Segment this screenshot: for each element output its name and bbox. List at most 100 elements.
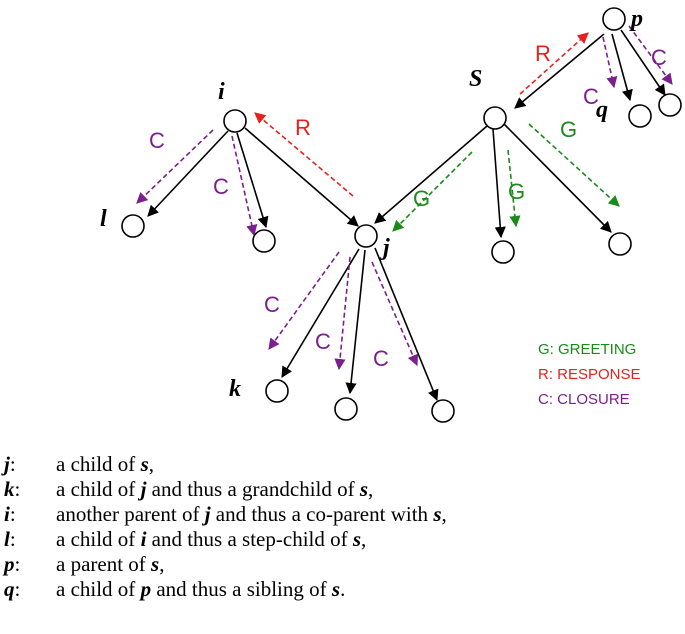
edge-s-to-j [374,125,488,224]
definition-key-colon: : [9,502,16,526]
node-p [602,7,626,31]
definition-fragment: and thus a co-parent with [210,502,434,526]
definition-variable: s [331,577,341,601]
legend-response: R: RESPONSE [538,366,641,383]
label-s: S [469,66,482,92]
label-c-i-l: C [149,128,165,153]
relationship-diagram: S i j k l p q G G G R R C C C C C C C G:… [100,6,682,423]
closure-arrow-j-to-k [268,251,340,350]
edge-p-to-child-2 [620,29,666,96]
closure-arrow-i-to-l [136,129,214,204]
definition-fragment: a child of [56,527,141,551]
definition-key-colon: : [14,477,21,501]
edge-j-to-child-3 [374,247,439,402]
definition-variable: j [140,477,147,501]
closure-arrow-j-to-child-2 [334,256,351,371]
edge-i-to-l [147,130,229,217]
definition-key: l: [4,527,16,552]
definition-text: another parent of j and thus a co-parent… [56,502,447,527]
definition-text: a parent of s, [56,552,164,577]
node-i [223,109,247,133]
label-g-s-j: G [413,186,430,211]
label-r-j-i: R [295,115,311,140]
greeting-arrow-s-to-j [392,151,473,232]
definition-text: a child of p and thus a sibling of s. [56,577,345,602]
definition-key: q: [4,577,20,602]
label-g-s-child-2: G [508,179,525,204]
label-c-j-k: C [264,292,280,317]
definition-fragment: , [148,452,154,476]
closure-arrow-i-to-child-2 [231,135,258,237]
definition-key: j: [4,452,16,477]
definition-fragment: a child of [56,477,141,501]
label-i: i [218,79,225,105]
definition-key-letter: q [4,577,15,601]
node-s [483,106,507,130]
definition-fragment: a child of [56,452,141,476]
edge-j-to-child-2 [345,249,366,395]
definition-fragment: and thus a grandchild of [146,477,360,501]
definition-variable: i [140,527,147,551]
closure-arrow-p-to-q [602,36,618,89]
definition-key-letter: j [4,452,10,476]
definition-variable: s [433,502,442,526]
node-l [121,214,145,238]
node-q [628,104,652,128]
edge-s-to-child-2 [492,128,506,239]
label-q: q [596,97,608,123]
definition-variable: s [359,477,369,501]
definition-key-colon: : [9,452,16,476]
edge-j-to-k [281,248,360,378]
definition-variable: s [352,527,362,551]
response-arrow-j-to-i [254,112,354,197]
edge-i-to-child-2 [236,132,269,229]
greeting-arrow-s-to-child-2 [507,149,521,228]
closure-arrow-p-to-child-2 [628,25,673,85]
node-p-child-2 [658,93,682,117]
response-arrow-s-to-p [519,32,589,95]
legend-greeting: G: GREETING [538,341,636,358]
definition-fragment: . [340,577,346,601]
message-arrows [136,25,673,371]
edge-p-to-s [514,33,605,109]
label-c-p-q: C [583,84,599,109]
node-j-child-3 [431,399,455,423]
node-i-child-2 [252,229,276,253]
definition-text: a child of j and thus a grandchild of s, [56,477,373,502]
tree-edges [147,29,666,402]
edge-i-to-j [244,127,359,227]
label-c-j-child-3: C [373,346,389,371]
definition-variable: s [140,452,149,476]
definition-variable: j [204,502,211,526]
definition-fragment: a child of [56,577,141,601]
node-labels: S i j k l p q [100,6,643,402]
definition-fragment: , [368,477,374,501]
label-l: l [100,206,107,232]
definition-fragment: another parent of [56,502,205,526]
color-legend: G: GREETING R: RESPONSE C: CLOSURE [538,341,641,408]
node-k [265,379,289,403]
label-j: j [379,235,390,261]
definition-fragment: , [159,552,165,576]
definition-fragment: a parent of [56,552,152,576]
definition-fragment: , [361,527,367,551]
edge-p-to-q [611,33,633,102]
label-k: k [229,376,241,402]
edge-s-to-child-3 [503,123,612,233]
label-g-s-child-3: G [560,117,577,142]
definition-key-letter: p [4,552,15,576]
definition-variable: p [140,577,152,601]
definition-variable: s [151,552,160,576]
definition-key-letter: l [4,527,10,551]
label-c-i-child-2: C [213,174,229,199]
definition-text: a child of i and thus a step-child of s, [56,527,366,552]
definition-text: a child of s, [56,452,154,477]
definition-key-colon: : [14,552,21,576]
definition-key-letter: k [4,477,15,501]
definition-fragment: and thus a sibling of [151,577,332,601]
definition-key-colon: : [14,577,21,601]
label-p: p [629,6,643,32]
node-j [354,224,378,248]
definition-key: i: [4,502,16,527]
definition-fragment: and thus a step-child of [146,527,353,551]
